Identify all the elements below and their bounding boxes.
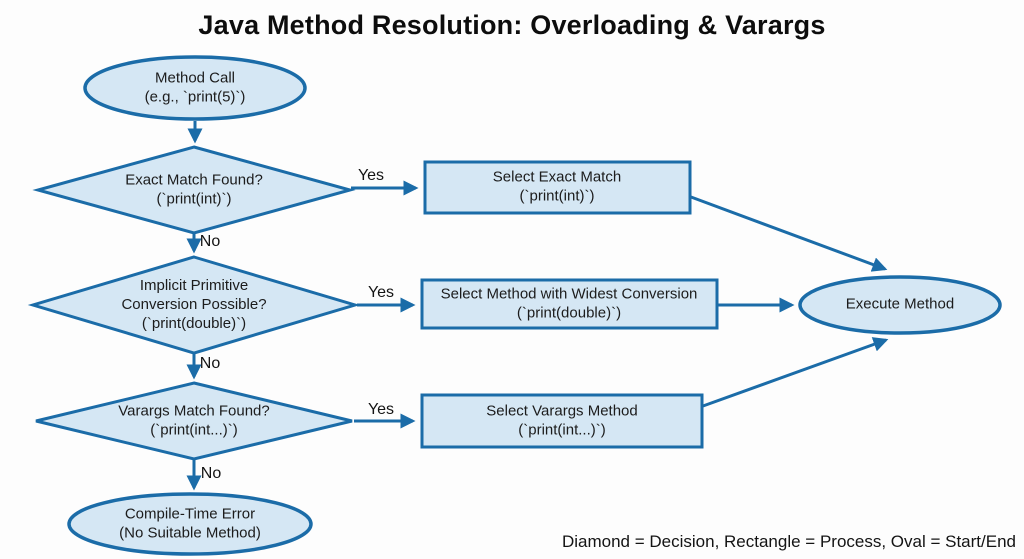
node-line: Method Call — [154, 69, 236, 87]
node-select-widest: Select Method with Widest Conversion (`p… — [441, 285, 698, 323]
select-exact-rect-shape — [423, 160, 692, 215]
node-implicit-conversion: Implicit Primitive Conversion Possible? … — [121, 277, 266, 333]
varargs-match-diamond-shape — [35, 381, 353, 461]
edge-label-no-2: No — [199, 355, 221, 372]
node-line: Select Varargs Method — [486, 402, 638, 420]
legend-text: Diamond = Decision, Rectangle = Process,… — [561, 532, 1016, 551]
compile-error-oval-shape — [67, 492, 313, 556]
edge-label-yes-1: Yes — [357, 167, 385, 184]
execute-method-oval-shape — [798, 275, 1002, 335]
node-line: Conversion Possible? — [121, 295, 267, 313]
node-line: Varargs Match Found? — [118, 402, 270, 420]
node-line: Implicit Primitive — [139, 276, 249, 294]
node-line: (No Suitable Method) — [119, 524, 261, 541]
node-line: Execute Method — [845, 295, 955, 313]
edge-label-no-3: No — [200, 465, 222, 482]
node-select-varargs: Select Varargs Method (`print(int...)`) — [486, 402, 637, 440]
node-compile-error: Compile-Time Error (No Suitable Method) — [119, 505, 261, 543]
method-call-oval-shape — [83, 55, 307, 121]
edge-label-yes-3: Yes — [367, 401, 395, 418]
node-line: (`print(int...)`) — [150, 421, 238, 438]
node-line: (e.g., `print(5)`) — [144, 88, 246, 105]
node-line: (`print(double)`) — [141, 314, 247, 332]
select-varargs-rect-shape — [420, 393, 704, 449]
node-line: (`print(int)`) — [519, 187, 595, 204]
node-line: (`print(int)`) — [156, 190, 232, 207]
select-widest-rect-shape — [420, 278, 719, 330]
arrow-selectvarargs-to-execute — [702, 337, 889, 408]
node-line: (`print(int...)`) — [518, 421, 606, 438]
node-method-call: Method Call (e.g., `print(5)`) — [145, 69, 246, 107]
node-line: Select Method with Widest Conversion — [440, 285, 698, 303]
arrow-selectexact-to-execute — [690, 195, 888, 272]
exact-match-diamond-shape — [32, 145, 356, 235]
implicit-conversion-diamond-shape — [27, 255, 361, 355]
node-select-exact: Select Exact Match (`print(int)`) — [493, 168, 621, 206]
node-exact-match: Exact Match Found? (`print(int)`) — [125, 171, 263, 209]
node-line: Compile-Time Error — [124, 505, 256, 523]
edge-label-yes-2: Yes — [367, 284, 395, 301]
node-line: Exact Match Found? — [125, 171, 263, 189]
node-execute-method: Execute Method — [846, 296, 954, 315]
edge-label-no-1: No — [199, 233, 221, 250]
node-line: (`print(double)`) — [516, 304, 622, 321]
diagram-title: Java Method Resolution: Overloading & Va… — [198, 10, 826, 40]
node-line: Select Exact Match — [492, 168, 622, 186]
node-varargs-match: Varargs Match Found? (`print(int...)`) — [118, 402, 269, 440]
